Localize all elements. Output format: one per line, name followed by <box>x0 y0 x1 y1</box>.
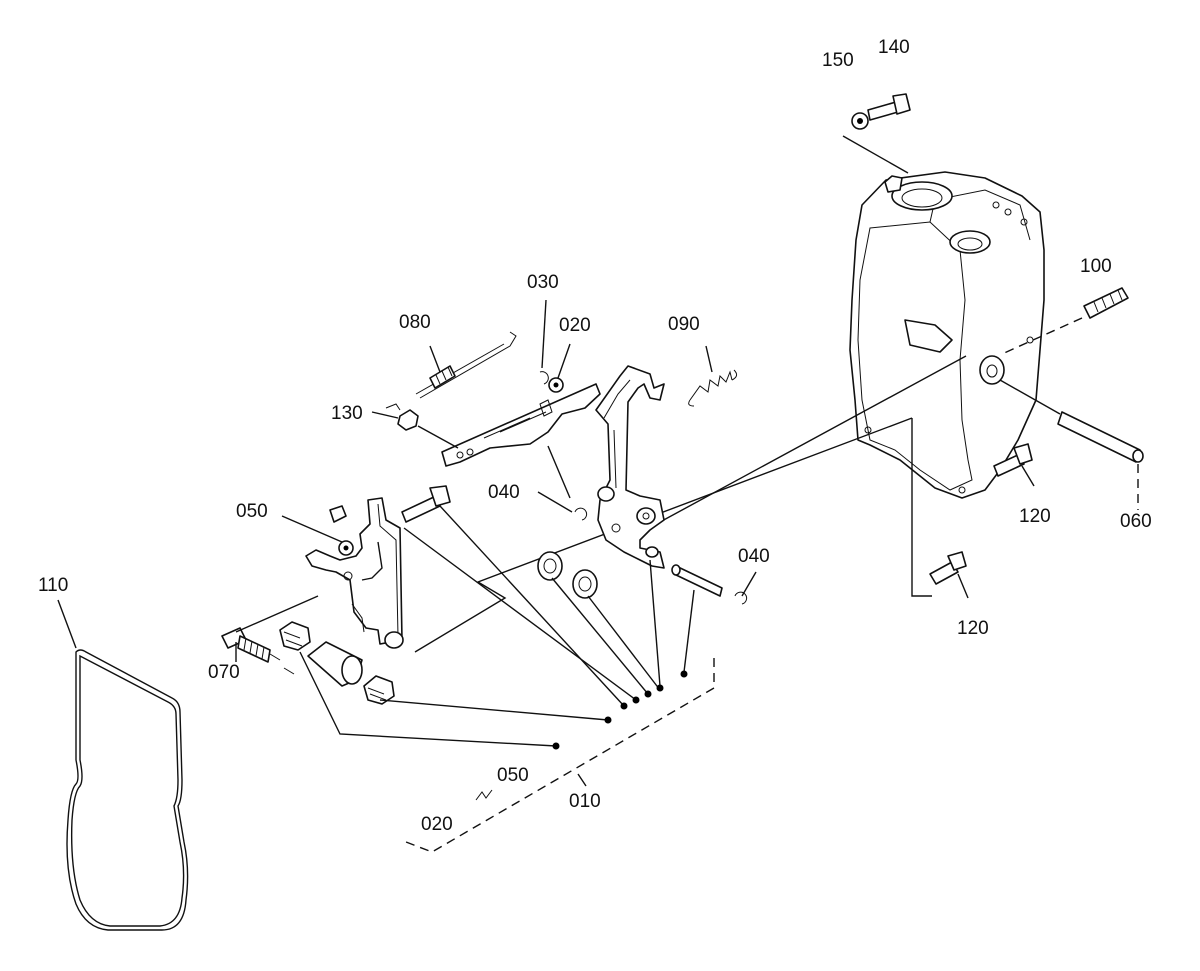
bolt-lever-upper <box>401 485 451 523</box>
spring-wire-left <box>361 541 383 581</box>
shaft-pin <box>671 564 723 597</box>
ref-dot <box>632 696 640 704</box>
gasket-110 <box>66 649 189 931</box>
leader-020 <box>557 343 571 379</box>
leader-roller <box>299 651 557 747</box>
rod-080 <box>415 331 517 399</box>
leader-bearing-a <box>551 577 649 695</box>
sleeve <box>307 641 363 687</box>
ref-dot <box>604 716 612 724</box>
stud-100 <box>1083 287 1129 319</box>
washer-150 <box>851 112 869 130</box>
link-plate <box>441 383 601 467</box>
spring-090 <box>688 369 738 407</box>
leader-080 <box>429 345 441 373</box>
leader-070-lever <box>235 595 319 633</box>
leader-120-upper <box>1021 465 1035 487</box>
bolt-140 <box>867 93 911 121</box>
bolt-small-upper <box>329 505 347 523</box>
leader-150 <box>842 135 909 174</box>
label-040-lower: 040 <box>738 546 770 567</box>
leader-040-lower <box>741 571 757 597</box>
label-100: 100 <box>1080 256 1112 277</box>
leader-050-upper <box>281 515 343 543</box>
label-050-lower: 050 <box>497 765 529 786</box>
label-030: 030 <box>527 272 559 293</box>
fork-lever <box>305 497 404 649</box>
leader-bolt <box>439 505 625 707</box>
label-080: 080 <box>399 312 431 333</box>
leader-lever <box>403 527 637 701</box>
ref-dot <box>552 742 560 750</box>
bolt-120-lower <box>929 551 967 585</box>
washer-020 <box>548 377 564 393</box>
label-120-upper: 120 <box>1019 506 1051 527</box>
leader-010 <box>577 773 587 787</box>
ref-dot <box>680 670 688 678</box>
ref-dot <box>656 684 664 692</box>
label-130: 130 <box>331 403 363 424</box>
leader-090 <box>705 345 713 373</box>
bearing-center-a <box>537 551 563 581</box>
label-040-upper: 040 <box>488 482 520 503</box>
spring-hook-130 <box>385 403 401 411</box>
label-010: 010 <box>569 791 601 812</box>
clip-030 <box>539 371 549 385</box>
label-150: 150 <box>822 50 854 71</box>
leader-120-bracket <box>911 418 932 597</box>
label-070: 070 <box>208 662 240 683</box>
label-050-upper: 050 <box>236 501 268 522</box>
washer-050-upper <box>338 540 354 556</box>
bearing-center-b <box>572 569 598 599</box>
lever-bracket <box>595 365 665 569</box>
leader-plate-040 <box>547 445 571 499</box>
pin-060 <box>1057 411 1144 463</box>
roller-left <box>279 621 311 651</box>
leader-plate-outline <box>414 417 913 653</box>
leader-030 <box>541 299 547 369</box>
leader-130 <box>371 411 399 419</box>
leader-shaft <box>683 589 695 673</box>
label-110: 110 <box>38 575 68 596</box>
leader-060-a <box>999 379 1061 415</box>
spring-070 <box>221 627 295 675</box>
roller-right <box>363 675 395 705</box>
leader-bearing-b <box>587 595 661 691</box>
assembly-010-bracket <box>405 658 715 853</box>
tilde-mark <box>475 789 493 801</box>
leader-roller-right <box>379 699 609 721</box>
label-090: 090 <box>668 314 700 335</box>
nut-130 <box>397 409 419 431</box>
leader-040-upper <box>537 491 573 513</box>
bolt-120-upper <box>993 443 1033 477</box>
gear-case-housing <box>849 171 1045 499</box>
label-120-lower: 120 <box>957 618 989 639</box>
label-140: 140 <box>878 37 910 58</box>
leader-bracket <box>649 559 661 687</box>
leader-110 <box>57 599 77 649</box>
leader-120-lower <box>957 573 969 599</box>
label-060: 060 <box>1120 511 1152 532</box>
leader-plate-130 <box>417 425 459 449</box>
clip-040-lower <box>734 591 748 605</box>
label-020-upper: 020 <box>559 315 591 336</box>
ref-dot <box>620 702 628 710</box>
clip-040-upper <box>574 507 588 521</box>
ref-dot <box>644 690 652 698</box>
label-020-lower: 020 <box>421 814 453 835</box>
